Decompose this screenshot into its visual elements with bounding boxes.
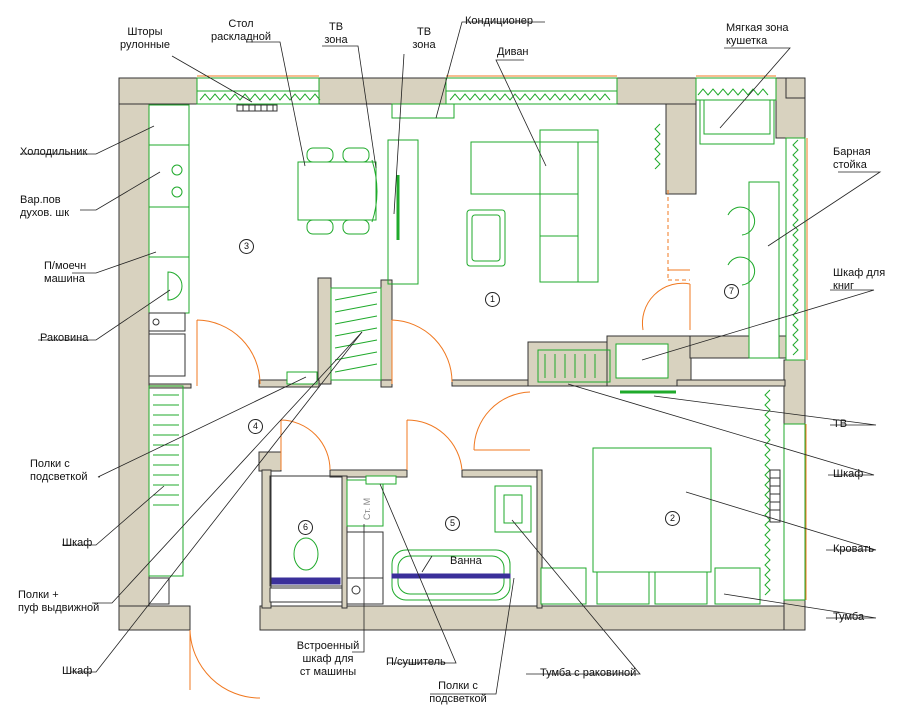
windows [196, 77, 806, 601]
label-vanity-sink: Тумба с раковиной [540, 667, 637, 679]
label-bookcase: Шкаф для книг [833, 267, 886, 292]
st-m-label: Ст. М [362, 498, 372, 520]
label-wardrobe-2: Шкаф [833, 468, 864, 480]
room-number-5: 5 [445, 516, 460, 531]
furniture [148, 99, 780, 605]
room-number-1: 1 [485, 292, 500, 307]
label-lit-shelves-2: Полки с подсветкой [429, 680, 487, 705]
label-air-conditioner: Кондиционер [465, 15, 534, 27]
label-bar-counter: Барная стойка [833, 146, 871, 171]
label-sink: Раковина [40, 332, 89, 344]
label-roller-blinds: Шторы рулонные [119, 26, 171, 51]
label-dishwasher: П/моечн машина [44, 260, 87, 285]
label-bathtub: Ванна [450, 555, 482, 567]
label-built-in-washer-cabinet: Встроенный шкаф для ст машины [296, 640, 360, 678]
curtains [197, 75, 808, 600]
label-cooktop-oven: Вар.пов духов. шк [20, 194, 70, 219]
roller-blinds [236, 104, 781, 523]
label-refrigerator: Холодильник [20, 146, 88, 158]
room-number-6: 6 [298, 520, 313, 535]
label-lit-shelves-1: Полки с подсветкой [30, 458, 88, 483]
leader-lines [20, 21, 882, 695]
label-soft-zone: Мягкая зона кушетка [726, 22, 789, 47]
label-bed: Кровать [833, 543, 875, 555]
room-number-7: 7 [724, 284, 739, 299]
label-shelves-pouf: Полки + пуф выдвижной [18, 589, 100, 614]
room-number-3: 3 [239, 239, 254, 254]
label-wardrobe-1: Шкаф [62, 537, 93, 549]
label-tv-zone-2: ТВ зона [412, 26, 436, 51]
doors [189, 190, 691, 699]
label-tv: ТВ [833, 418, 848, 430]
label-towel-dryer: П/сушитель [386, 656, 446, 668]
label-folding-table: Стол раскладной [211, 18, 271, 43]
room-number-4: 4 [248, 419, 263, 434]
room-number-2: 2 [665, 511, 680, 526]
label-tv-zone-1: ТВ зона [324, 21, 348, 46]
label-sofa: Диван [497, 46, 529, 58]
label-nightstand: Тумба [833, 611, 865, 623]
walls [118, 77, 806, 631]
label-wardrobe-3: Шкаф [62, 665, 93, 677]
